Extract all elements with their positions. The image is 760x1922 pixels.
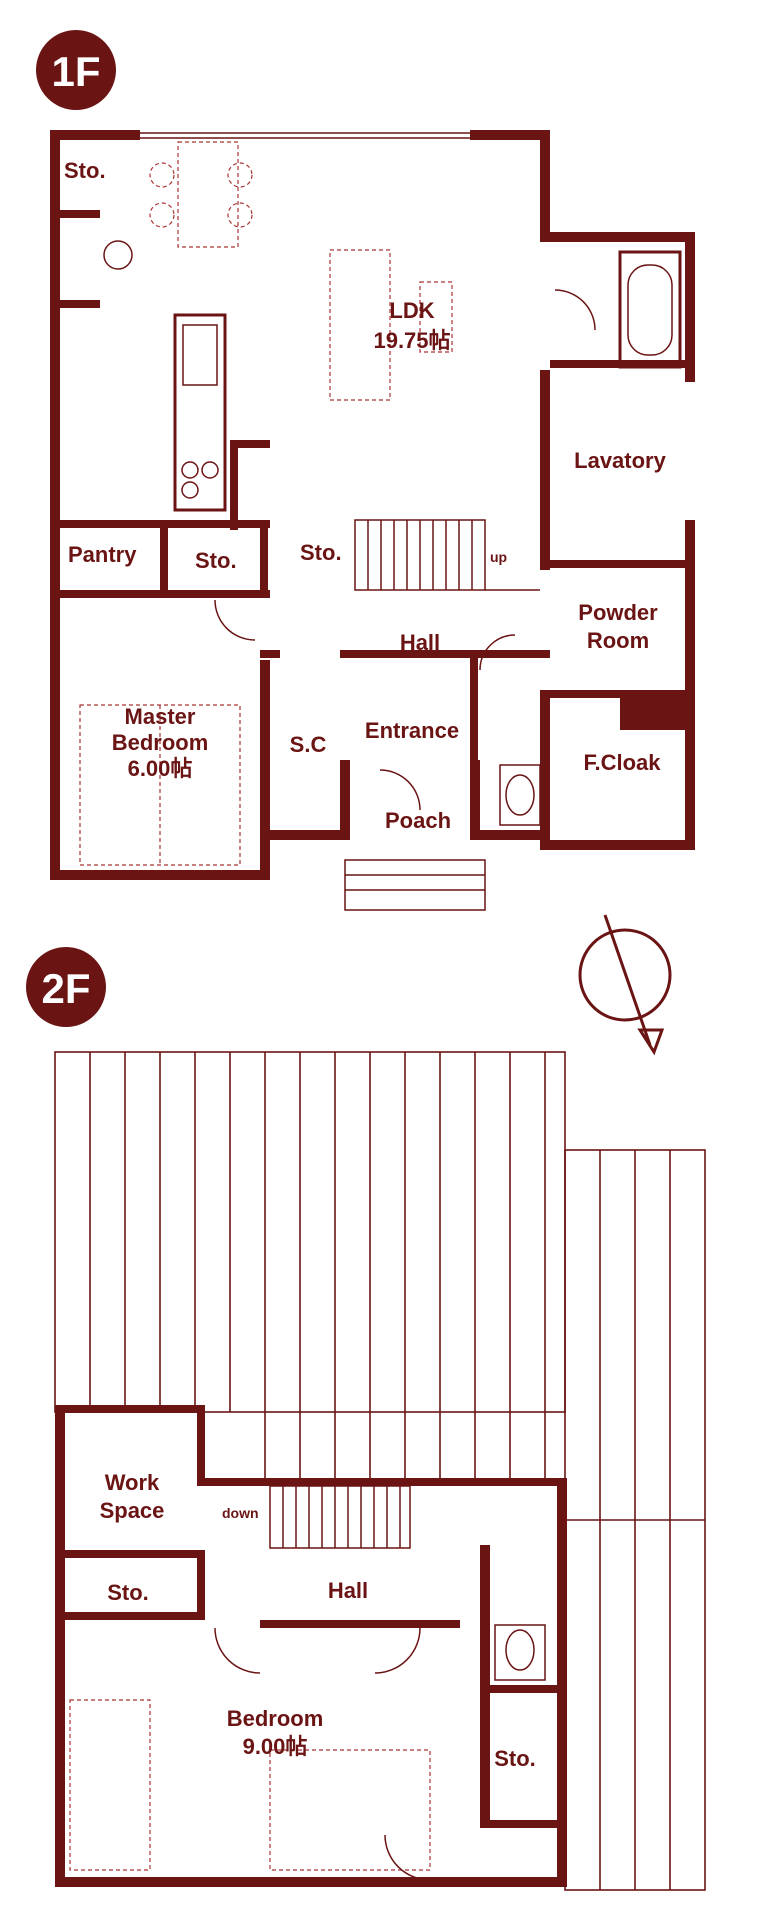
- stair-label-down: down: [222, 1505, 259, 1521]
- room-label-master-size: 6.00帖: [128, 756, 193, 781]
- badge-1f: 1F: [36, 30, 116, 110]
- room-label-ldk: LDK: [389, 298, 434, 323]
- toilet-1f: [499, 764, 541, 826]
- room-label-ldk-size: 19.75帖: [373, 328, 450, 353]
- room-label-powder-2: Room: [587, 628, 649, 653]
- bedroom-bed: [69, 1699, 431, 1871]
- first-floor-stairs: [354, 519, 540, 591]
- first-floor-plan: Sto. LDK 19.75帖 Lavatory Pantry Sto. Sto…: [50, 130, 695, 911]
- room-label-poach: Poach: [385, 808, 451, 833]
- room-label-sto-left: Sto.: [107, 1580, 149, 1605]
- room-label-powder-1: Powder: [578, 600, 658, 625]
- badge-1f-text: 1F: [51, 48, 100, 95]
- second-floor-stairs: [269, 1485, 411, 1549]
- room-label-pantry: Pantry: [68, 542, 137, 567]
- room-label-bedroom: Bedroom: [227, 1706, 324, 1731]
- roof-stripes: [54, 1051, 706, 1891]
- kitchen-counter: [173, 313, 227, 512]
- room-label-work-2: Space: [100, 1498, 165, 1523]
- room-label-entrance: Entrance: [365, 718, 459, 743]
- room-label-sto-right: Sto.: [494, 1746, 536, 1771]
- room-label-sto-top: Sto.: [64, 158, 106, 183]
- badge-2f: 2F: [26, 947, 106, 1027]
- room-label-bedroom-size: 9.00帖: [243, 1734, 308, 1759]
- room-label-sc: S.C: [290, 732, 327, 757]
- compass-icon: [578, 914, 672, 1056]
- room-label-master-1: Master: [125, 704, 196, 729]
- sofa: [329, 249, 453, 401]
- stair-label-up: up: [490, 549, 507, 565]
- room-label-lavatory: Lavatory: [574, 448, 666, 473]
- entrance-steps: [344, 859, 486, 911]
- bathtub: [618, 250, 682, 369]
- badge-2f-text: 2F: [41, 965, 90, 1012]
- room-label-work-1: Work: [105, 1470, 160, 1495]
- master-bed: [79, 704, 241, 866]
- toilet-2f: [494, 1624, 546, 1681]
- room-label-master-2: Bedroom: [112, 730, 209, 755]
- room-label-hall-1f: Hall: [400, 630, 440, 655]
- room-label-hall-2f: Hall: [328, 1578, 368, 1603]
- room-label-sto-stair: Sto.: [300, 540, 342, 565]
- second-floor-plan: Work Space down Hall Sto. Bedroom 9.00帖 …: [54, 1051, 706, 1891]
- dining-table: [103, 141, 253, 270]
- room-label-sto-pantry: Sto.: [195, 548, 237, 573]
- room-label-fcloak: F.Cloak: [583, 750, 661, 775]
